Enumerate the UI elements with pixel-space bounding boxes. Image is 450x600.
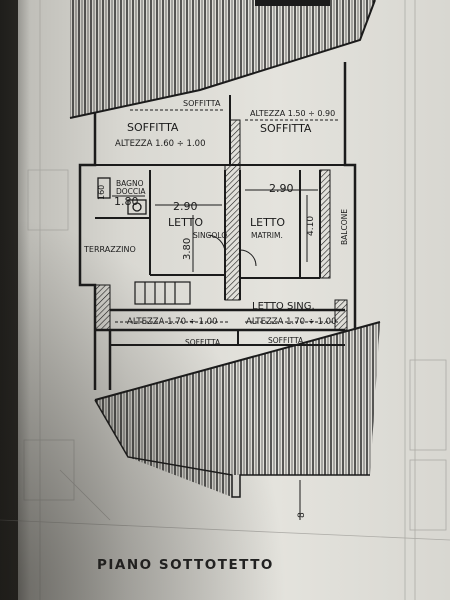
dim-letto-singolo-h: 3.80 [182, 238, 193, 260]
label-soffitta-right: SOFFITTA [260, 122, 312, 135]
plan-title: PIANO SOTTOTETTO [97, 557, 274, 573]
dim-letto-singolo-w: 2.90 [173, 200, 198, 213]
roof-top-hatch [70, 0, 375, 118]
label-letto-singolo-sub: SINGOLO [193, 231, 227, 240]
dim-bagno-h: 160 [97, 185, 106, 200]
wall-hatch-5 [334, 299, 348, 331]
dim-letto-matrim-h: 4.10 [306, 216, 316, 236]
label-letto-sing2: LETTO SING. [252, 301, 315, 312]
label-letto-matrim: LETTO [250, 216, 285, 229]
label-altezza-bottom-right: ALTEZZA 1.70 ÷ 1.00 [246, 317, 336, 327]
stair [134, 281, 191, 305]
label-soffitta-bottom-left: SOFFITTA [185, 338, 221, 347]
label-letto-singolo: LETTO [168, 216, 203, 229]
label-soffitta-bottom-right: SOFFITTA [268, 336, 304, 345]
wall-hatch-1 [224, 164, 241, 301]
roof-bottom-hatch [95, 322, 380, 497]
wall-hatch-3 [229, 119, 241, 166]
page-mark: 8 [297, 512, 307, 518]
label-soffitta-right-height: ALTEZZA 1.50 ÷ 0.90 [250, 109, 335, 118]
label-balcone: BALCONE [340, 209, 349, 245]
label-soffitta-left: SOFFITTA [127, 121, 179, 134]
label-letto-matrim-sub: MATRIM. [251, 231, 283, 240]
label-terrazzino: TERRAZZINO [83, 245, 136, 254]
wall-hatch-4 [94, 284, 111, 331]
roof-top-edge [255, 0, 330, 6]
wall-hatch-2 [319, 169, 331, 279]
dim-letto-matrim-w: 2.90 [269, 182, 294, 195]
label-soffitta-top: SOFFITTA [183, 99, 221, 108]
dim-bagno-w: 1.80 [114, 195, 139, 208]
label-soffitta-left-height: ALTEZZA 1.60 ÷ 1.00 [115, 139, 205, 149]
label-altezza-bottom-left: ALTEZZA 1.70 ÷ 1.00 [127, 317, 217, 327]
